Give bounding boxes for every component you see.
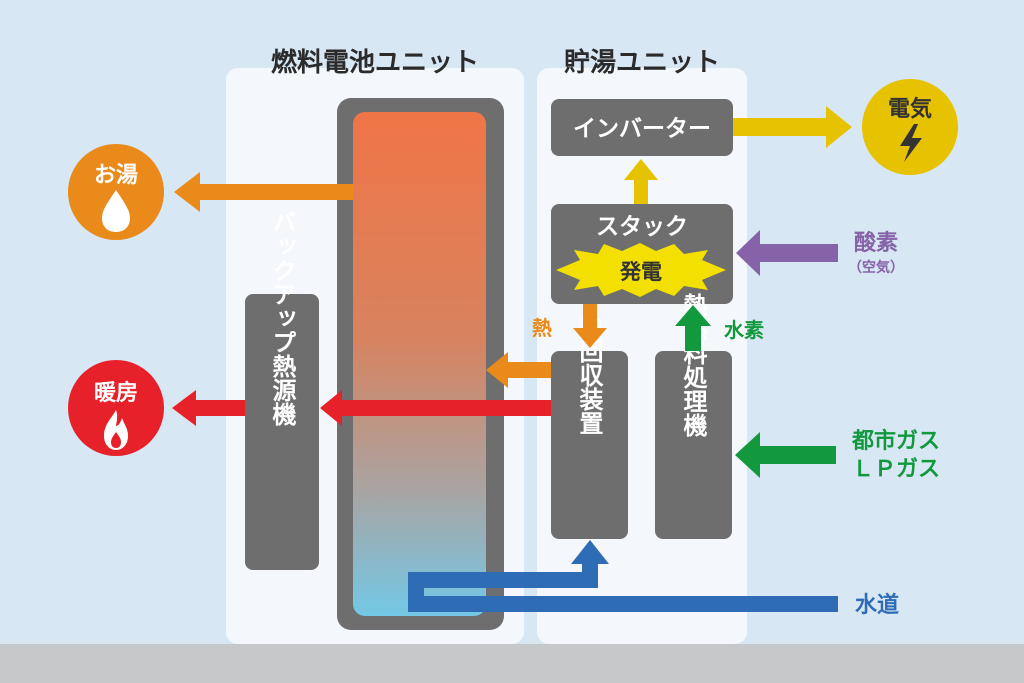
backup-heat-source-label: バックアップ熱源機 bbox=[268, 210, 296, 427]
water-supply-label: 水道 bbox=[855, 592, 899, 618]
electricity-arrow bbox=[733, 106, 852, 148]
lightning-bolt-icon bbox=[900, 124, 922, 162]
oxygen-arrow bbox=[736, 230, 838, 276]
lp-gas-label: ＬＰガス bbox=[852, 457, 940, 482]
city-gas-label: 都市ガス bbox=[851, 428, 940, 454]
heating-label: 暖房 bbox=[94, 380, 138, 406]
stack-label: スタック bbox=[596, 214, 688, 240]
storage-tank-water bbox=[353, 112, 486, 616]
oxygen-label: 酸素 bbox=[854, 230, 898, 256]
backup-heat-source-box bbox=[245, 294, 319, 570]
stack-to-inverter-arrow bbox=[624, 159, 658, 204]
oxygen-sublabel: （空気） bbox=[848, 259, 904, 276]
heating-circle bbox=[68, 360, 164, 456]
heat-flow-label: 熱 bbox=[532, 316, 552, 340]
water-supply-pipe bbox=[408, 540, 838, 612]
fuel-processor-box bbox=[655, 351, 732, 539]
electricity-circle bbox=[862, 79, 958, 175]
inverter-box bbox=[551, 99, 733, 156]
hot-water-output: お湯 bbox=[68, 144, 164, 240]
heating-arrow-to-output bbox=[172, 390, 245, 426]
flame-icon bbox=[104, 410, 128, 450]
heating-arrow-to-tank bbox=[320, 390, 551, 426]
inverter-label: インバーター bbox=[573, 116, 711, 142]
electricity-output: 電気 bbox=[862, 79, 958, 175]
hot-water-label: お湯 bbox=[94, 163, 138, 188]
hot-water-arrow bbox=[174, 172, 353, 212]
heating-output: 暖房 bbox=[68, 360, 164, 456]
hydrogen-flow-label: 水素 bbox=[724, 318, 764, 342]
hot-water-storage-unit-title: 貯湯ユニット bbox=[564, 47, 720, 78]
flame-inner-icon bbox=[111, 432, 121, 448]
gas-arrow bbox=[735, 432, 836, 478]
power-generation-label: 発電 bbox=[619, 260, 662, 284]
heat-flow-arrow bbox=[573, 304, 607, 348]
water-drop-icon bbox=[102, 190, 130, 232]
power-generation-burst bbox=[556, 243, 726, 297]
electricity-label: 電気 bbox=[888, 96, 932, 122]
heat-to-tank-arrow bbox=[486, 352, 551, 388]
fuel-cell-unit-title: 燃料電池ユニット bbox=[271, 48, 479, 78]
floor bbox=[0, 644, 1024, 683]
hydrogen-flow-arrow bbox=[675, 305, 711, 351]
heat-recovery-box bbox=[551, 351, 628, 539]
